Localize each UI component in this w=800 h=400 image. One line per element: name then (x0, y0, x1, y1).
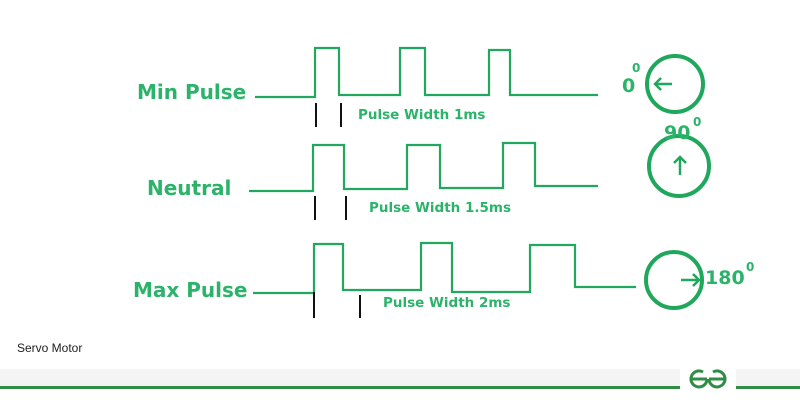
pulse-width-label-max: Pulse Width 2ms (383, 295, 510, 311)
footer-band (0, 369, 800, 387)
dial-180-degree-icon (644, 250, 704, 310)
row-label-min-pulse: Min Pulse (137, 80, 246, 104)
dial-90-degree-icon (647, 134, 711, 198)
dial-0-degree-icon (645, 54, 705, 114)
angle-label-90: 90 (664, 122, 690, 144)
footer-divider (0, 386, 800, 389)
degree-symbol: 0 (693, 115, 701, 129)
angle-label-180: 180 (705, 267, 745, 289)
pulse-width-label-min: Pulse Width 1ms (358, 107, 485, 123)
pulse-width-label-neutral: Pulse Width 1.5ms (369, 200, 511, 216)
degree-symbol: 0 (746, 260, 754, 274)
row-label-neutral: Neutral (147, 176, 231, 200)
pwm-signal-max (253, 241, 636, 295)
pwm-signal-min (255, 46, 598, 99)
image-caption: Servo Motor (17, 341, 83, 355)
row-label-max-pulse: Max Pulse (133, 278, 247, 302)
degree-symbol: 0 (632, 61, 640, 75)
geeksforgeeks-logo-icon (680, 362, 736, 396)
pwm-signal-neutral (249, 141, 598, 193)
angle-label-0: 0 (622, 75, 635, 97)
